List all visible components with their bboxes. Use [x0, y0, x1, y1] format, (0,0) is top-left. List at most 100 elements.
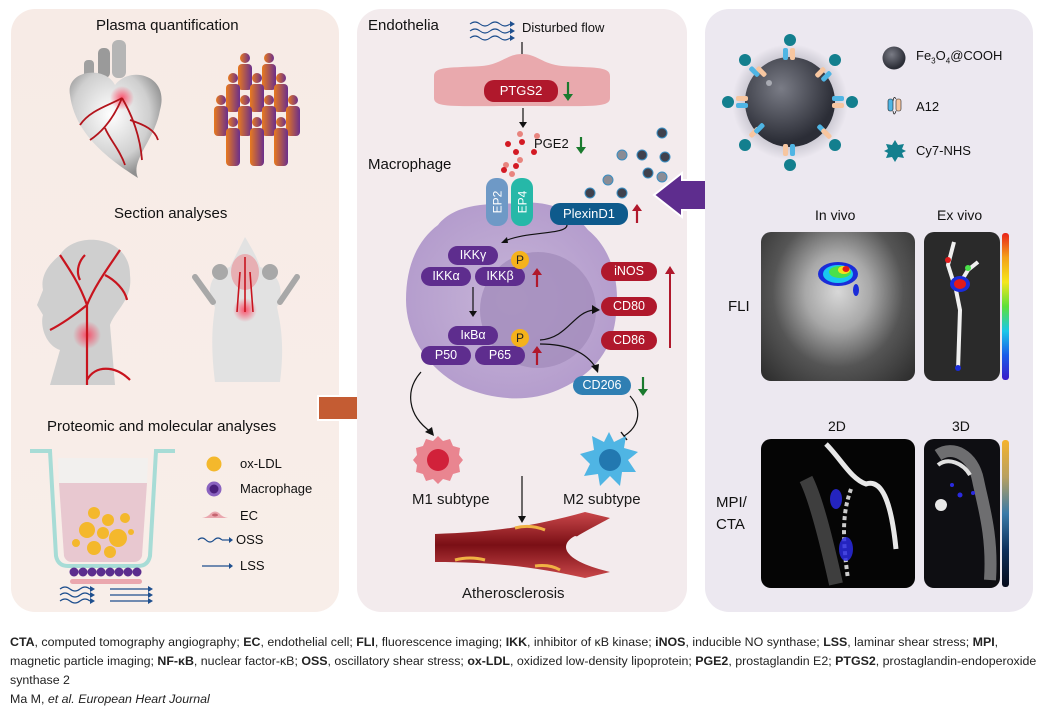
caption-abbr: OSS — [301, 654, 328, 668]
up-arrow-icon — [532, 346, 542, 365]
caption-def: , laminar shear stress; — [847, 635, 973, 649]
inos-node: iNOS — [601, 262, 657, 281]
mpi-cta-label: MPI/CTA — [716, 492, 747, 536]
ptgs2-node: PTGS2 — [484, 80, 558, 102]
legend-label-cy7: Cy7-NHS — [916, 143, 971, 158]
aorta-signal — [945, 241, 980, 371]
legend-label-macrophage: Macrophage — [240, 481, 313, 496]
fe-text: Fe — [916, 48, 932, 63]
p50-node: P50 — [421, 346, 471, 365]
heart-icon — [69, 40, 162, 178]
ox-ldl-icon — [206, 456, 222, 472]
3d-mpi-cta-image — [924, 439, 1000, 588]
caption-def: , oxidized low-density lipoprotein; — [509, 654, 696, 668]
legend-label-lss: LSS — [240, 558, 265, 573]
plexind1-to-ikk-arrow — [501, 224, 568, 243]
citation-etal: et al. — [47, 692, 75, 706]
fluorescence-signal — [818, 262, 859, 296]
ex-vivo-fli-image — [924, 232, 1000, 381]
macrophage-label: Macrophage — [368, 156, 452, 173]
phosphorylation-badge: P — [511, 329, 529, 347]
mpi-colorbar — [1002, 440, 1009, 587]
m2-subtype-label: M2 subtype — [563, 491, 641, 508]
wavy-arrow-icon — [197, 537, 233, 543]
nfkb-target-arrows — [539, 305, 600, 373]
ikk-gamma-node: IKKγ — [448, 246, 498, 265]
plexind1-receptor: PlexinD1 — [550, 203, 628, 225]
endothelial-cell-icon — [202, 511, 228, 518]
mouse-vessels-icon — [192, 237, 300, 382]
2d-mpi-cta-image — [761, 439, 915, 588]
atherosclerosis-label: Atherosclerosis — [462, 585, 565, 602]
skeleton-3d — [934, 445, 997, 581]
caption-def: , endothelial cell; — [260, 635, 357, 649]
human-head-vessels-icon — [37, 239, 131, 385]
down-arrow-icon — [638, 377, 648, 396]
transwell-culture-icon — [30, 449, 175, 604]
2d-label: 2D — [828, 418, 846, 434]
cd80-node: CD80 — [601, 297, 657, 316]
caption-abbr: PGE2 — [695, 654, 729, 668]
aptamer-icon — [887, 97, 902, 115]
cta-label: CTA — [716, 516, 745, 533]
caption-abbr: NF-κB — [157, 654, 194, 668]
caption-def: , inducible NO synthase; — [685, 635, 824, 649]
caption-def: , prostaglandin E2; — [728, 654, 836, 668]
caption-abbr: MPI — [972, 635, 995, 649]
to-atherosclerosis-arrow — [518, 476, 526, 523]
caption-abbr: FLI — [356, 635, 375, 649]
up-arrow-icon — [532, 268, 542, 287]
p65-node: P65 — [475, 346, 525, 365]
nanoprobe-illustration — [722, 34, 858, 171]
to-m1-arrow — [410, 371, 434, 436]
legend-label-ox-ldl: ox-LDL — [240, 456, 282, 471]
phosphorylation-badge: P — [511, 251, 529, 269]
pge2-molecules — [501, 131, 540, 177]
atherosclerotic-artery-icon — [435, 512, 610, 578]
m2-macrophage-icon — [580, 432, 638, 486]
caption-def: , prostaglandin-endoperoxide synthase 2 — [10, 654, 1037, 687]
ptgs2-to-pge2-arrow — [519, 108, 527, 128]
ikk-alpha-node: IKKα — [421, 267, 471, 286]
caption-abbr: ox-LDL — [467, 654, 510, 668]
down-arrow-icon — [576, 137, 586, 154]
in-vivo-fli-image — [761, 232, 915, 381]
caption-abbr: IKK — [505, 635, 528, 649]
ep2-receptor: EP2 — [486, 178, 508, 226]
o-text: O — [935, 48, 946, 63]
caption-def: , nuclear factor-κB; — [193, 654, 302, 668]
citation-journal: European Heart Journal — [74, 692, 210, 706]
up-arrow-icon — [665, 266, 675, 348]
legend-label-fe3o4: Fe3O4@COOH — [916, 48, 1002, 66]
caption-abbr: PTGS2 — [835, 654, 876, 668]
m1-subtype-label: M1 subtype — [412, 491, 490, 508]
caption-abbr: LSS — [823, 635, 848, 649]
disturbed-flow-icon — [469, 21, 515, 41]
macrophage-icon — [206, 481, 222, 497]
nanoparticle-core-icon — [882, 46, 906, 70]
fli-label: FLI — [728, 298, 750, 315]
citation-authors: Ma M, — [10, 692, 48, 706]
nanoparticles-cluster — [584, 127, 671, 199]
3d-label: 3D — [952, 418, 970, 434]
section-analyses-title: Section analyses — [114, 205, 228, 222]
ikk-to-ikb-arrow — [469, 287, 477, 317]
caption-def: , magnetic particle imaging; — [10, 635, 999, 668]
citation: Ma M, et al. European Heart Journal — [10, 692, 210, 706]
caption-abbr: iNOS — [655, 635, 686, 649]
plasma-quantification-title: Plasma quantification — [96, 17, 239, 34]
legend-label-a12: A12 — [916, 99, 940, 114]
legend-label-ec: EC — [240, 508, 259, 523]
caption-def: , computed tomography angiography; — [34, 635, 244, 649]
m1-macrophage-icon — [413, 436, 463, 484]
endothelia-label: Endothelia — [368, 17, 439, 34]
caption-def: , fluorescence imaging; — [374, 635, 506, 649]
skeleton-section — [799, 442, 899, 586]
legend-label-oss: OSS — [236, 532, 264, 547]
population-icon — [214, 53, 300, 166]
ex-vivo-label: Ex vivo — [937, 207, 983, 223]
down-arrow-icon — [563, 82, 573, 101]
mpi-label: MPI/ — [716, 494, 747, 511]
up-arrow-icon — [632, 204, 642, 223]
ep4-receptor: EP4 — [511, 178, 533, 226]
